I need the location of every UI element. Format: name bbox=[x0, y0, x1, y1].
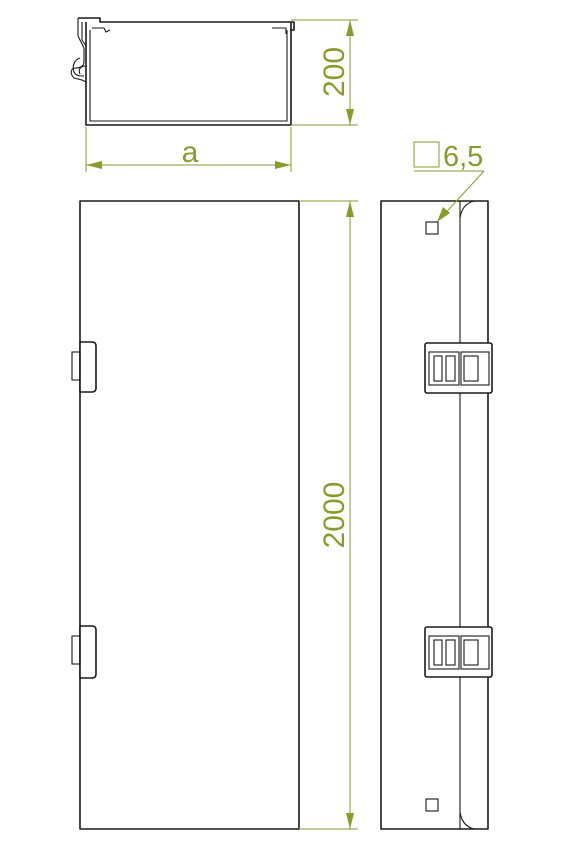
square-symbol-icon bbox=[413, 141, 440, 168]
hinge-clip-upper bbox=[424, 342, 493, 394]
arrowhead-down bbox=[346, 813, 354, 829]
arrowhead-left bbox=[86, 161, 102, 169]
dimension-a: a bbox=[85, 127, 292, 172]
side-view bbox=[380, 200, 493, 830]
arrowhead-up bbox=[346, 20, 354, 36]
hole-callout: 6,5 bbox=[413, 141, 485, 222]
dimension-200: 200 bbox=[291, 19, 358, 126]
mounting-hole bbox=[425, 221, 439, 235]
mounting-hole bbox=[425, 798, 439, 812]
dimension-2000: 2000 bbox=[299, 200, 358, 830]
arrowhead-down bbox=[346, 109, 354, 125]
top-view bbox=[70, 17, 295, 126]
arrowhead-right bbox=[275, 161, 291, 169]
arrowhead-leader bbox=[437, 207, 450, 222]
arrowhead-up bbox=[346, 201, 354, 217]
hinge-clip-lower bbox=[424, 626, 493, 678]
front-view bbox=[71, 200, 300, 830]
dimension-label-2000: 2000 bbox=[318, 482, 351, 549]
dimension-label-200: 200 bbox=[318, 47, 351, 97]
hole-size-label: 6,5 bbox=[443, 141, 483, 173]
dimension-label-a: a bbox=[182, 136, 199, 169]
